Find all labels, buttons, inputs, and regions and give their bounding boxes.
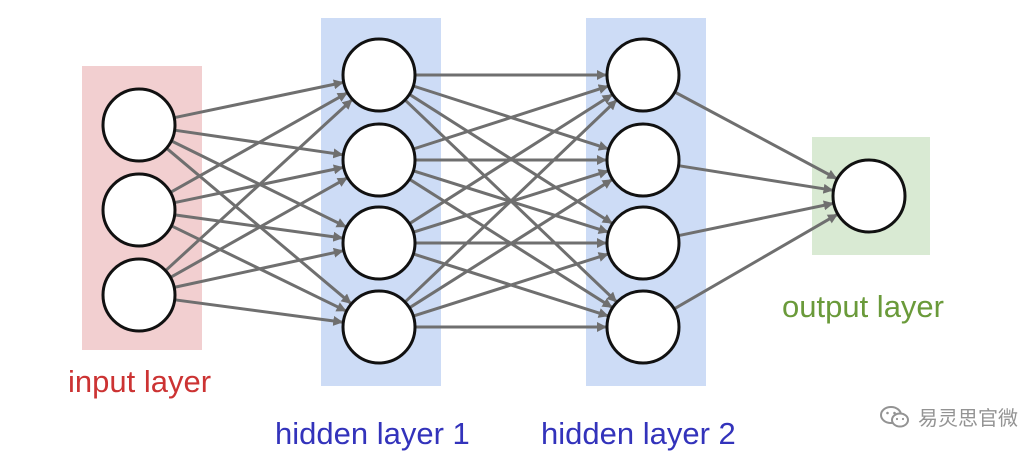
watermark: 易灵思官微 <box>880 402 1018 431</box>
output-layer-label: output layer <box>782 289 944 324</box>
edge-input-1-to-hidden1-1 <box>173 79 344 120</box>
edge-hidden2-1-to-output-1 <box>673 90 838 180</box>
hidden1-node-1 <box>341 37 417 113</box>
hidden-layer-2-label: hidden layer 2 <box>541 416 736 451</box>
edge-input-2-to-hidden1-1 <box>169 91 348 194</box>
edge-input-3-to-hidden1-3 <box>173 247 344 289</box>
edge-input-3-to-hidden1-2 <box>169 176 348 279</box>
edge-hidden2-2-to-output-1 <box>678 164 834 194</box>
edge-hidden2-4-to-output-1 <box>673 213 838 311</box>
hidden2-node-1 <box>605 37 681 113</box>
input-node-1 <box>101 87 177 163</box>
hidden2-node-4 <box>605 289 681 365</box>
input-node-3 <box>101 257 177 333</box>
edge-input-3-to-hidden1-4 <box>174 298 344 326</box>
edge-hidden1-4-to-hidden2-2 <box>408 178 613 310</box>
hidden1-node-2 <box>341 122 417 198</box>
hidden1-node-3 <box>341 205 417 281</box>
input-node-2 <box>101 172 177 248</box>
edge-input-3-to-hidden1-1 <box>164 98 353 272</box>
watermark-text: 易灵思官微 <box>918 406 1018 430</box>
edge-hidden1-2-to-hidden2-1 <box>412 84 609 151</box>
hidden-layer-1-label: hidden layer 1 <box>275 416 470 451</box>
edge-hidden1-4-to-hidden2-3 <box>412 252 609 318</box>
output-node-1 <box>831 158 907 234</box>
hidden2-node-3 <box>605 205 681 281</box>
wechat-icon <box>880 405 909 427</box>
edge-hidden1-3-to-hidden2-1 <box>408 93 613 225</box>
input-layer-label: input layer <box>68 364 212 399</box>
hidden1-node-4 <box>341 289 417 365</box>
hidden2-node-2 <box>605 122 681 198</box>
edge-hidden1-4-to-hidden2-1 <box>403 99 618 304</box>
edge-hidden2-3-to-output-1 <box>677 200 834 238</box>
